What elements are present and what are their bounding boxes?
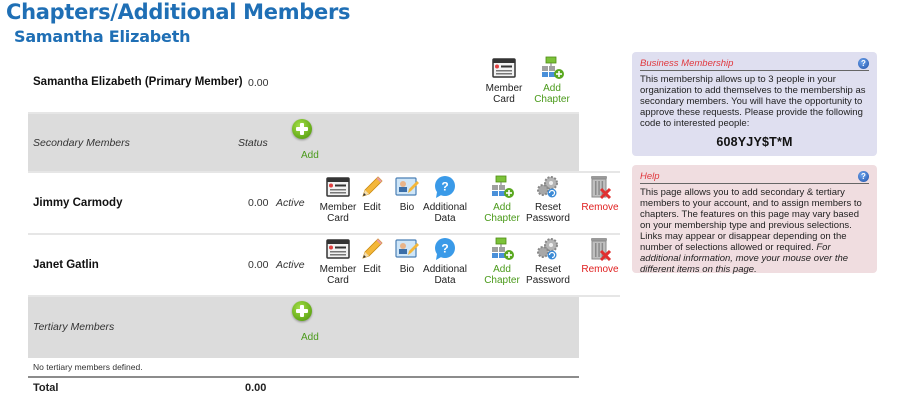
secondary-members-heading: Secondary Members — [33, 137, 130, 149]
trash-remove-icon — [587, 237, 613, 262]
edit-label: Edit — [363, 202, 381, 213]
add-tertiary-member-button[interactable]: Add — [285, 301, 319, 343]
reset-password-label: Reset Password — [526, 202, 570, 224]
panel-header: Business Membership ? — [640, 58, 869, 71]
member-status: Active — [276, 197, 305, 209]
total-amount: 0.00 — [245, 382, 267, 394]
edit-button[interactable]: Edit — [358, 175, 386, 213]
bio-button[interactable]: Bio — [394, 175, 420, 213]
edit-label: Edit — [363, 264, 381, 275]
status-column-header: Status — [238, 137, 268, 149]
page-title: Chapters/Additional Members — [6, 0, 351, 24]
primary-member-card-button[interactable]: Member Card — [484, 56, 524, 105]
remove-button[interactable]: Remove — [580, 237, 620, 275]
member-card-icon — [491, 56, 517, 80]
additional-data-label: Additional Data — [423, 202, 467, 224]
pencil-icon — [359, 237, 385, 261]
question-bubble-icon: ? — [432, 175, 458, 199]
member-status: Active — [276, 259, 305, 271]
pencil-icon — [359, 175, 385, 199]
add-chapter-label: Add Chapter — [534, 83, 570, 105]
panel-title: Help — [640, 171, 660, 182]
additional-data-button[interactable]: ? Additional Data — [423, 175, 467, 224]
add-chapter-icon — [489, 175, 515, 199]
row-divider — [28, 171, 620, 173]
business-membership-panel: Business Membership ? This membership al… — [632, 52, 877, 156]
member-card-icon — [325, 237, 351, 261]
remove-button[interactable]: Remove — [580, 175, 620, 213]
divider — [28, 112, 579, 114]
add-chapter-button[interactable]: Add Chapter — [475, 175, 529, 224]
help-text: This page allows you to add secondary & … — [640, 187, 862, 253]
add-chapter-label: Add Chapter — [484, 202, 520, 224]
trash-remove-icon — [587, 175, 613, 200]
remove-label: Remove — [581, 202, 619, 213]
reset-password-button[interactable]: Reset Password — [526, 237, 570, 286]
svg-text:?: ? — [441, 242, 448, 256]
member-name-subtitle: Samantha Elizabeth — [14, 27, 191, 46]
panel-header: Help ? — [640, 171, 869, 184]
total-label: Total — [33, 382, 59, 394]
primary-member-name: Samantha Elizabeth (Primary Member) — [33, 76, 243, 88]
additional-data-button[interactable]: ? Additional Data — [423, 237, 467, 286]
gears-icon — [535, 175, 561, 199]
help-question-icon[interactable]: ? — [858, 58, 869, 69]
help-text-italic: For additional information, move your mo… — [640, 242, 849, 275]
gears-icon — [535, 237, 561, 261]
member-card-button[interactable]: Member Card — [318, 237, 358, 286]
row-divider — [28, 233, 620, 235]
member-card-label: Member Card — [319, 264, 357, 286]
bio-icon — [394, 175, 420, 199]
add-chapter-icon — [489, 237, 515, 261]
member-card-label: Member Card — [485, 83, 523, 105]
svg-text:?: ? — [441, 180, 448, 194]
help-question-icon[interactable]: ? — [858, 171, 869, 182]
add-chapter-button[interactable]: Add Chapter — [475, 237, 529, 286]
add-circle-icon — [291, 301, 312, 321]
member-card-label: Member Card — [319, 202, 357, 224]
primary-add-chapter-button[interactable]: Add Chapter — [524, 56, 580, 105]
primary-member-amount: 0.00 — [248, 77, 269, 89]
add-chapter-icon — [539, 56, 565, 80]
member-name: Jimmy Carmody — [33, 197, 123, 209]
bio-label: Bio — [399, 264, 415, 275]
add-circle-icon — [291, 119, 312, 139]
member-amount: 0.00 — [248, 197, 269, 209]
row-divider — [28, 295, 620, 297]
add-label: Add — [301, 332, 319, 343]
reset-password-button[interactable]: Reset Password — [526, 175, 570, 224]
edit-button[interactable]: Edit — [358, 237, 386, 275]
reset-password-label: Reset Password — [526, 264, 570, 286]
tertiary-empty-message: No tertiary members defined. — [33, 362, 143, 372]
total-divider — [28, 376, 579, 378]
panel-title: Business Membership — [640, 58, 734, 69]
remove-label: Remove — [581, 264, 619, 275]
member-name: Janet Gatlin — [33, 259, 99, 271]
help-panel: Help ? This page allows you to add secon… — [632, 165, 877, 275]
add-label: Add — [301, 150, 319, 161]
question-bubble-icon: ? — [432, 237, 458, 261]
bio-label: Bio — [399, 202, 415, 213]
member-card-button[interactable]: Member Card — [318, 175, 358, 224]
additional-data-label: Additional Data — [423, 264, 467, 286]
panel-description: This membership allows up to 3 people in… — [640, 74, 866, 129]
panel-description: This page allows you to add secondary & … — [640, 187, 869, 275]
bio-icon — [394, 237, 420, 261]
add-secondary-member-button[interactable]: Add — [285, 119, 319, 161]
tertiary-members-heading: Tertiary Members — [33, 321, 115, 333]
add-chapter-label: Add Chapter — [484, 264, 520, 286]
membership-code: 608YJY$T*M — [716, 135, 793, 149]
bio-button[interactable]: Bio — [394, 237, 420, 275]
member-card-icon — [325, 175, 351, 199]
member-amount: 0.00 — [248, 259, 269, 271]
